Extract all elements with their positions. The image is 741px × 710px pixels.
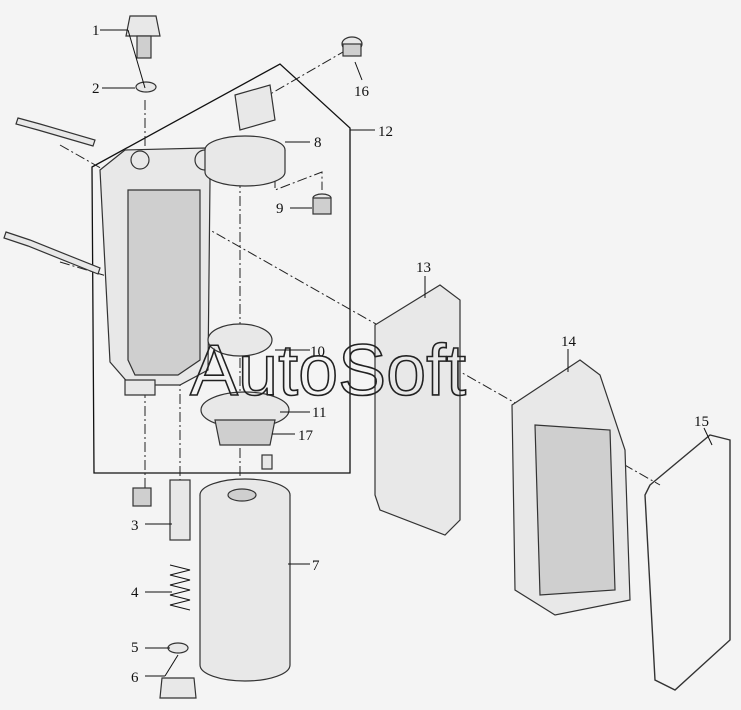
callout-9: 9	[276, 201, 284, 217]
filter-cartridge	[199, 478, 291, 682]
callout-8: 8	[314, 135, 322, 151]
assembly-outline	[91, 63, 351, 474]
threaded-plug	[341, 36, 363, 57]
plug-bolt	[125, 15, 161, 59]
adapter	[204, 84, 286, 187]
watermark: AutoSoft	[190, 331, 466, 411]
oil-cooler	[511, 359, 631, 616]
small-plug	[312, 193, 332, 215]
bypass-valve	[200, 391, 290, 446]
callout-17: 17	[298, 428, 314, 444]
callout-12: 12	[378, 124, 393, 140]
valve-seat	[207, 323, 273, 357]
relief-valve-parts	[132, 479, 197, 699]
gasket-15	[644, 434, 731, 691]
filter-housing	[99, 147, 216, 396]
seal-ring	[135, 81, 157, 93]
callout-4: 4	[131, 585, 139, 601]
leader-lines	[100, 29, 713, 677]
callout-16: 16	[354, 84, 370, 100]
callout-labels: 1 2 3 4 5 6 7 8 9 10 11 12 13 14 15 16 1…	[92, 23, 709, 686]
callout-2: 2	[92, 81, 100, 97]
callout-13: 13	[416, 260, 431, 276]
callout-7: 7	[312, 558, 320, 574]
small-screw	[261, 454, 273, 470]
callout-5: 5	[131, 640, 139, 656]
long-bolts	[3, 117, 101, 275]
callout-3: 3	[131, 518, 139, 534]
callout-11: 11	[312, 405, 326, 421]
gasket-13	[374, 284, 461, 536]
callout-6: 6	[131, 670, 139, 686]
callout-10: 10	[310, 344, 325, 360]
callout-14: 14	[561, 334, 577, 350]
callout-1: 1	[92, 23, 100, 39]
callout-15: 15	[694, 414, 709, 430]
